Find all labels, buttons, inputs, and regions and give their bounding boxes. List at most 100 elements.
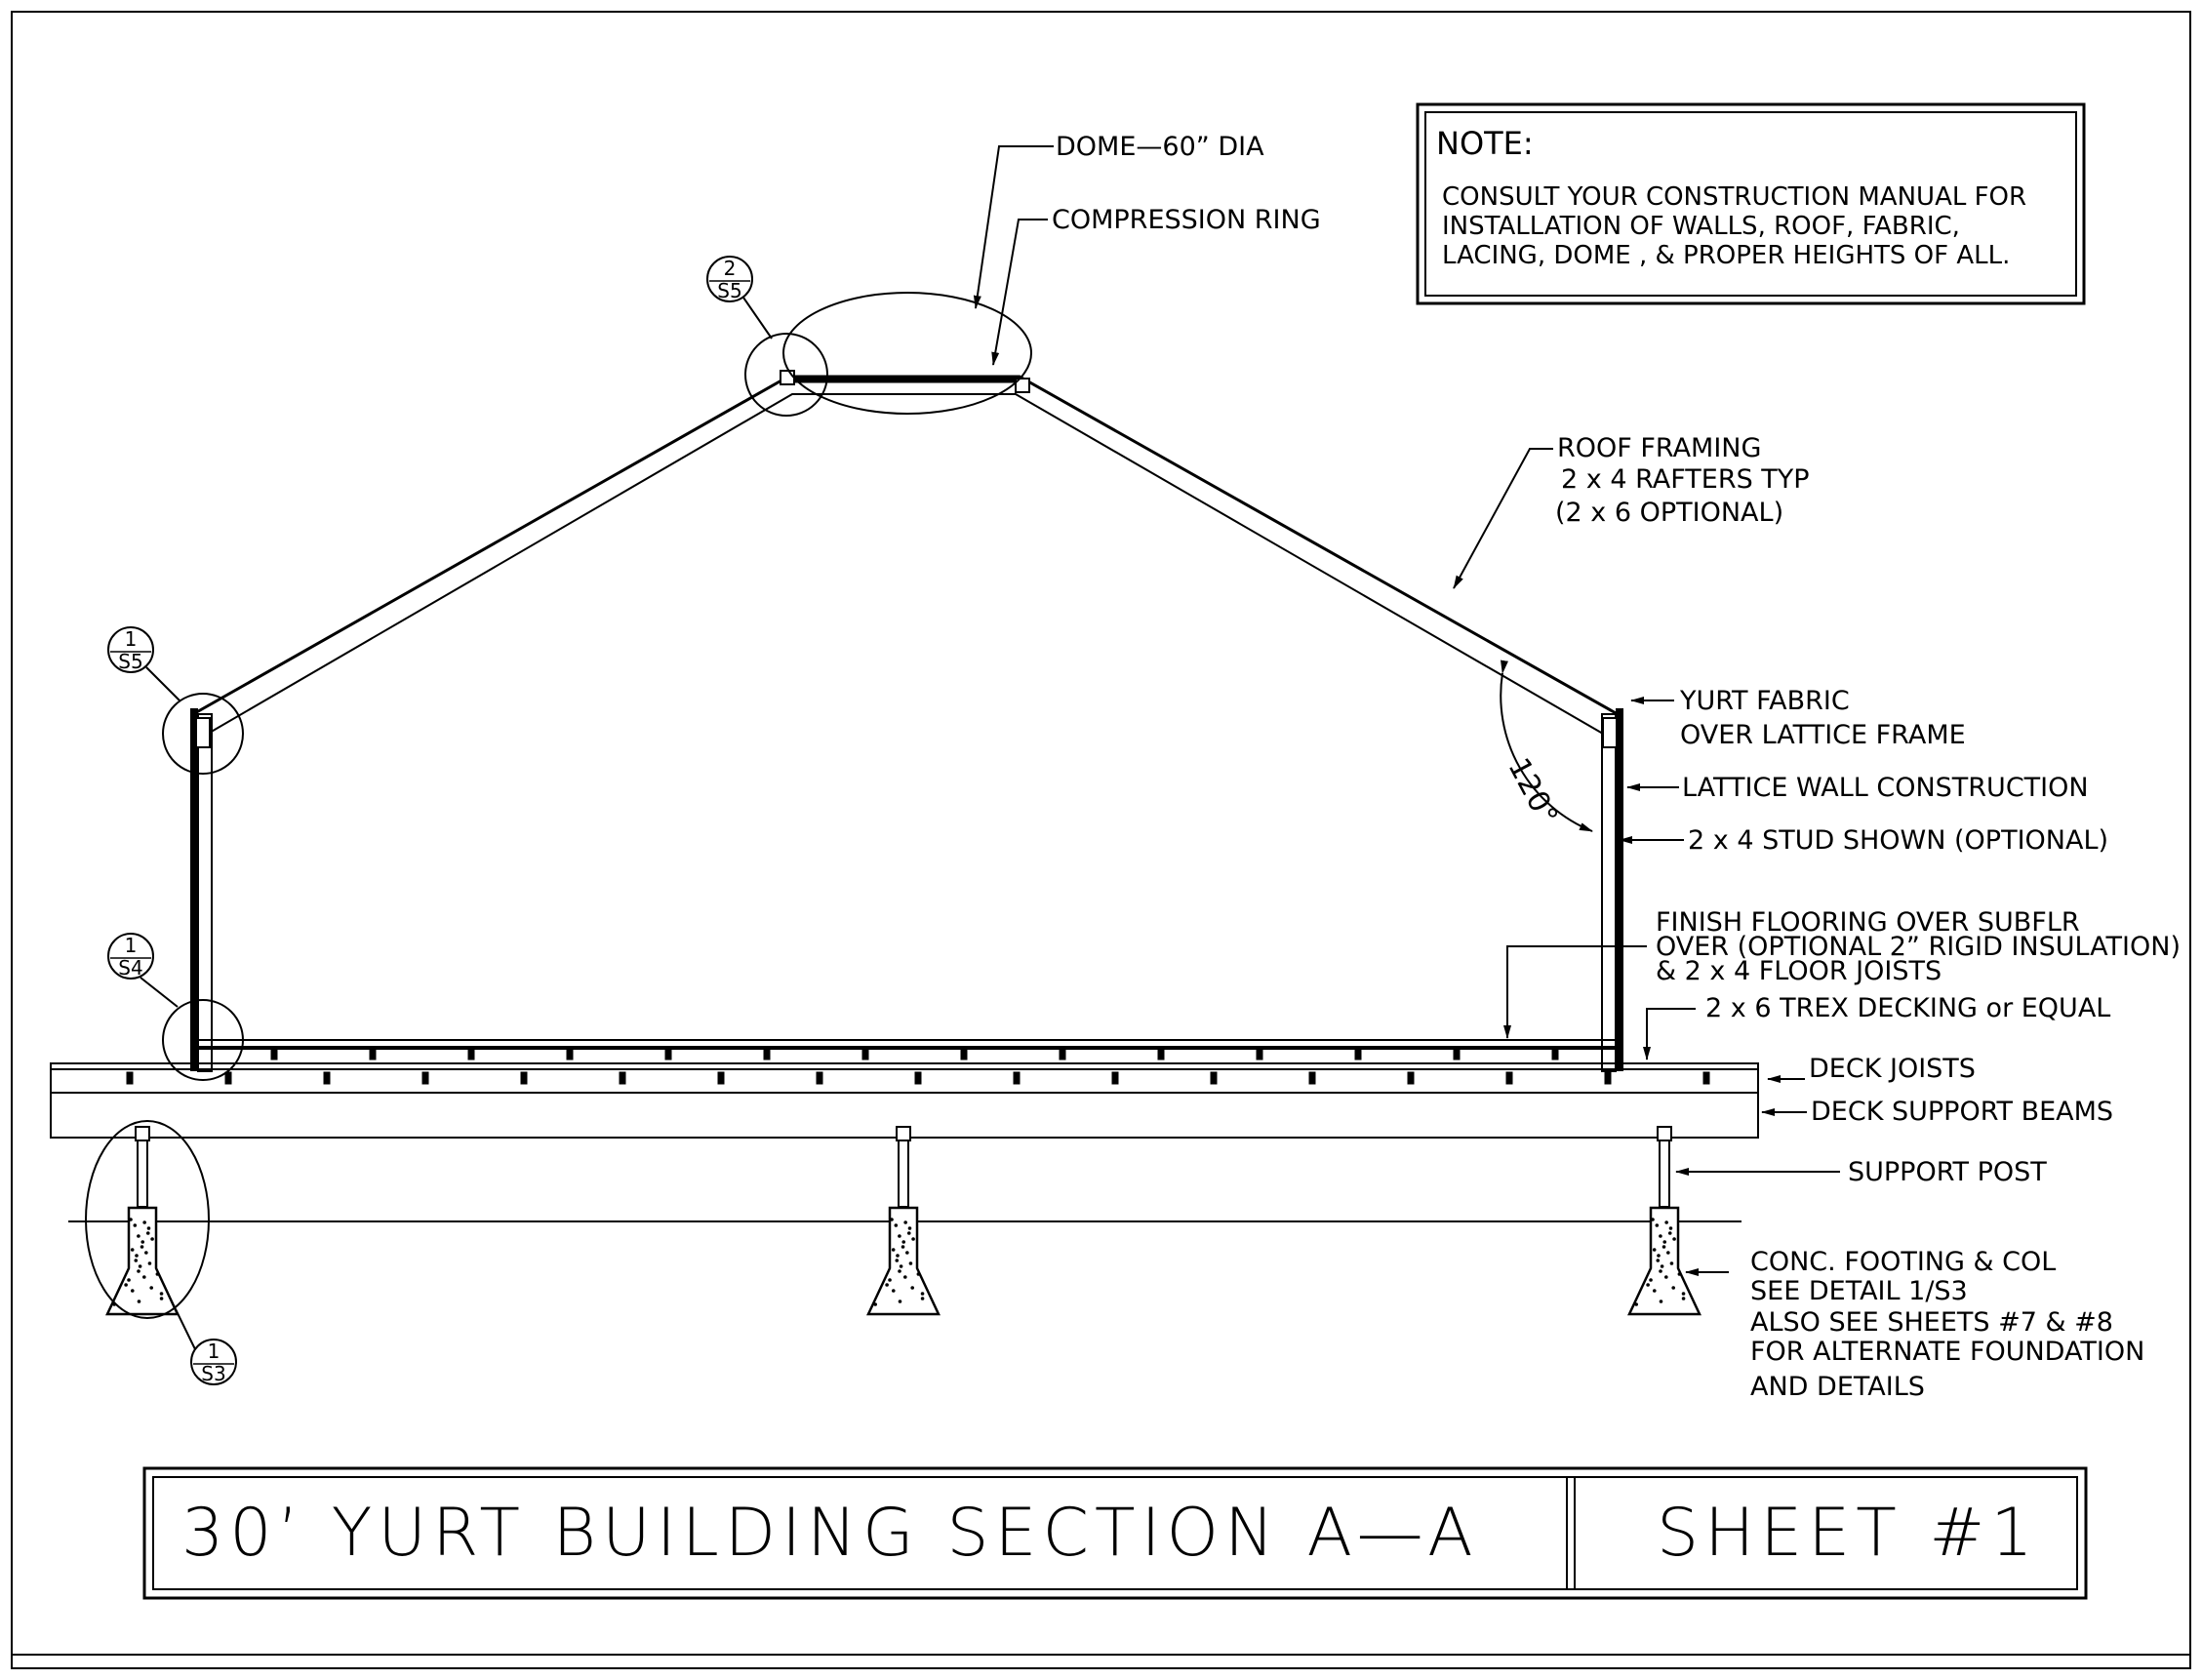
svg-text:1: 1 — [125, 627, 138, 651]
note-line-1: CONSULT YOUR CONSTRUCTION MANUAL FOR — [1442, 182, 2026, 212]
concrete-aggregate-dot — [1669, 1261, 1674, 1265]
floor-joist-mark — [1256, 1049, 1263, 1060]
sheet-border — [11, 11, 2191, 1669]
roof-framing-label-3: (2 x 6 OPTIONAL) — [1555, 498, 1783, 528]
concrete-aggregate-dot — [888, 1278, 892, 1282]
detail-tag-dome[interactable]: 2 S5 — [706, 256, 773, 340]
angle-dimension: 120° — [1500, 660, 1593, 832]
trex-label: 2 x 6 TREX DECKING or EQUAL — [1705, 993, 2110, 1023]
concrete-aggregate-dot — [155, 1272, 160, 1276]
deck-joist-mark — [1308, 1071, 1316, 1085]
floor-joist-mark — [1157, 1049, 1165, 1060]
leaders — [973, 145, 1840, 1276]
concrete-aggregate-dot — [144, 1251, 148, 1255]
deck-joist-mark — [816, 1071, 823, 1085]
concrete-aggregate-dot — [1659, 1300, 1663, 1303]
concrete-aggregate-dot — [891, 1248, 896, 1252]
note-box: NOTE: CONSULT YOUR CONSTRUCTION MANUAL F… — [1416, 102, 2086, 305]
concrete-aggregate-dot — [149, 1286, 153, 1290]
callout-labels: DOME—60” DIA COMPRESSION RING ROOF FRAMI… — [1052, 132, 2181, 1402]
floor-joist-mark — [566, 1049, 574, 1060]
concrete-aggregate-dot — [1657, 1254, 1661, 1258]
detail-tag-footing[interactable]: 1 S3 — [175, 1308, 237, 1385]
left-lattice-wall — [190, 708, 198, 1071]
concrete-aggregate-dot — [140, 1240, 145, 1244]
finish-flooring-label-1: FINISH FLOORING OVER SUBFLR — [1656, 907, 2080, 938]
concrete-footing-1 — [105, 1206, 180, 1316]
concrete-aggregate-dot — [907, 1226, 912, 1230]
concrete-aggregate-dot — [140, 1245, 144, 1249]
concrete-aggregate-dot — [1672, 1237, 1676, 1241]
footing-label-1: CONC. FOOTING & COL — [1750, 1247, 2056, 1277]
deck-joist-mark — [224, 1071, 232, 1085]
deck-joist-mark — [1407, 1071, 1415, 1085]
detail-tag-floor[interactable]: 1 S4 — [107, 933, 179, 1008]
concrete-aggregate-dot — [1649, 1278, 1653, 1282]
svg-text:S3: S3 — [201, 1362, 225, 1385]
deck-joist-mark — [520, 1071, 528, 1085]
left-rafter — [192, 375, 1619, 716]
foundation — [105, 1126, 1702, 1316]
right-lattice-wall — [1616, 708, 1623, 1071]
note-title: NOTE: — [1436, 125, 1534, 162]
support-post-3 — [1627, 1126, 1702, 1316]
floor-joists — [270, 1049, 1559, 1060]
detail-tag-eave[interactable]: 1 S5 — [107, 626, 180, 701]
deck-joists — [50, 1068, 1759, 1094]
concrete-aggregate-dot — [891, 1289, 896, 1293]
deck-joist-mark — [1210, 1071, 1218, 1085]
concrete-aggregate-dot — [137, 1269, 140, 1273]
concrete-aggregate-dot — [1656, 1259, 1661, 1262]
concrete-aggregate-dot — [1671, 1286, 1675, 1290]
footing-label-5: AND DETAILS — [1750, 1372, 1925, 1402]
deck-joist-mark — [323, 1071, 331, 1085]
concrete-aggregate-dot — [901, 1245, 905, 1249]
concrete-aggregate-dot — [1664, 1220, 1668, 1224]
concrete-aggregate-dot — [894, 1223, 899, 1227]
note-line-2: INSTALLATION OF WALLS, ROOF, FABRIC, — [1442, 212, 1960, 241]
deck-joist-mark — [1604, 1071, 1612, 1085]
concrete-aggregate-dot — [885, 1283, 889, 1287]
deck-joist-mark — [619, 1071, 626, 1085]
yurt-fabric-label-2: OVER LATTICE FRAME — [1680, 720, 1966, 750]
svg-text:S5: S5 — [717, 279, 741, 302]
concrete-aggregate-dot — [133, 1223, 138, 1227]
concrete-aggregate-dot — [1662, 1240, 1667, 1244]
sheet-number: SHEET #1 — [1657, 1495, 2039, 1572]
concrete-aggregate-dot — [1655, 1223, 1660, 1227]
dome-label: DOME—60” DIA — [1056, 132, 1264, 162]
deck-joist-mark — [126, 1071, 134, 1085]
concrete-aggregate-dot — [1667, 1231, 1672, 1235]
concrete-aggregate-dot — [1634, 1302, 1638, 1306]
concrete-aggregate-dot — [159, 1292, 164, 1296]
floor-joist-mark — [1551, 1049, 1559, 1060]
concrete-aggregate-dot — [896, 1254, 900, 1258]
concrete-aggregate-dot — [898, 1269, 901, 1273]
concrete-aggregate-dot — [142, 1275, 146, 1279]
yurt-structure — [50, 370, 1759, 1222]
floor-joist-mark — [369, 1049, 377, 1060]
left-rafter-inner — [207, 393, 1604, 735]
deck-joist-mark — [1505, 1071, 1513, 1085]
deck-joist-mark — [1702, 1071, 1710, 1085]
concrete-aggregate-dot — [901, 1240, 906, 1244]
deck-joist-mark — [1013, 1071, 1021, 1085]
concrete-footing-2 — [866, 1206, 941, 1316]
deck-joist-mark — [1111, 1071, 1119, 1085]
title-block: 30’ YURT BUILDING SECTION A—A SHEET #1 — [142, 1466, 2088, 1600]
concrete-aggregate-dot — [124, 1283, 128, 1287]
roof-framing-label-2: 2 x 4 RAFTERS TYP — [1561, 464, 1810, 495]
concrete-aggregate-dot — [129, 1218, 133, 1221]
concrete-aggregate-dot — [1662, 1245, 1666, 1249]
concrete-aggregate-dot — [134, 1259, 139, 1262]
concrete-footing-3 — [1627, 1206, 1702, 1316]
floor-joist-mark — [467, 1049, 475, 1060]
concrete-aggregate-dot — [159, 1297, 164, 1300]
support-post-label: SUPPORT POST — [1848, 1157, 2047, 1187]
lattice-wall-label: LATTICE WALL CONSTRUCTION — [1682, 773, 2089, 803]
footing-label-4: FOR ALTERNATE FOUNDATION — [1750, 1337, 2144, 1367]
concrete-aggregate-dot — [1664, 1275, 1668, 1279]
finish-flooring-label-3: & 2 x 4 FLOOR JOISTS — [1656, 956, 1942, 986]
note-line-3: LACING, DOME , & PROPER HEIGHTS OF ALL. — [1442, 241, 2010, 270]
concrete-aggregate-dot — [137, 1234, 140, 1238]
